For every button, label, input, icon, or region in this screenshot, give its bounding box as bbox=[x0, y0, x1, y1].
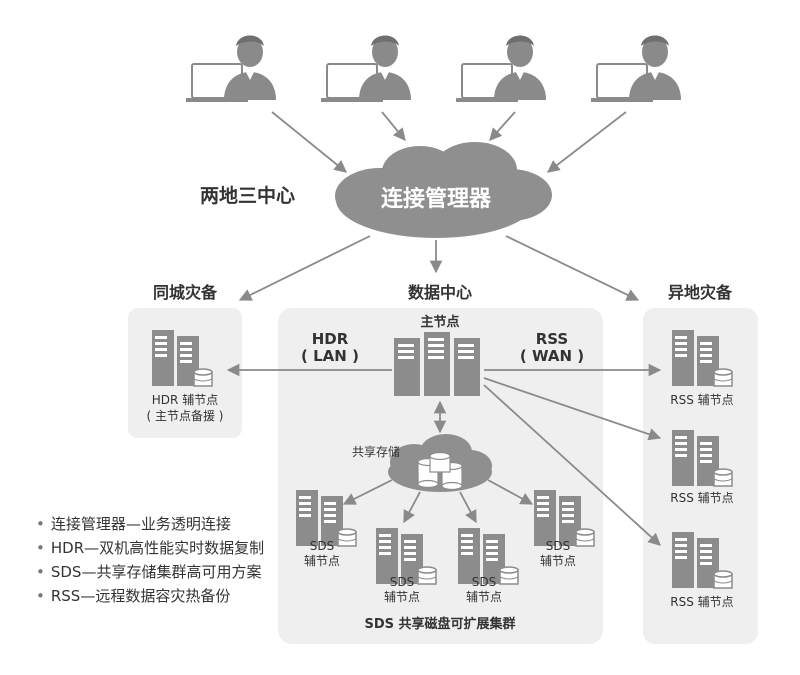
arrow-cloud-local bbox=[238, 235, 371, 301]
hdr-label: HDR bbox=[312, 330, 349, 348]
user-icon-4 bbox=[590, 34, 682, 103]
arrow-user1-cloud bbox=[271, 111, 347, 173]
arrow-primary-rss3 bbox=[483, 384, 661, 546]
rss-node-label-2: RSS 辅节点 bbox=[670, 491, 733, 505]
arrow-storage-sds4 bbox=[487, 479, 534, 505]
sds-cluster-caption: SDS 共享磁盘可扩展集群 bbox=[364, 616, 515, 632]
legend-item: SDS—共享存储集群高可用方案 bbox=[36, 560, 264, 584]
sds-sub-label-1: 辅节点 bbox=[304, 554, 340, 568]
arrow-user2-cloud bbox=[381, 111, 406, 141]
rss-label: RSS bbox=[536, 330, 568, 348]
legend-item: HDR—双机高性能实时数据复制 bbox=[36, 536, 264, 560]
sds-label-4: SDS bbox=[546, 539, 570, 553]
diagram-title: 两地三中心 bbox=[200, 184, 295, 207]
arrow-primary-rss2 bbox=[483, 377, 662, 441]
rss-node-label-1: RSS 辅节点 bbox=[670, 393, 733, 407]
legend-list: 连接管理器—业务透明连接 HDR—双机高性能实时数据复制 SDS—共享存储集群高… bbox=[36, 512, 264, 608]
primary-node-label: 主节点 bbox=[420, 314, 459, 330]
primary-server-icon bbox=[394, 332, 480, 396]
sds-label-3: SDS bbox=[472, 575, 496, 589]
sds-sub-label-4: 辅节点 bbox=[540, 554, 576, 568]
hdr-node-label: HDR 辅节点 bbox=[152, 393, 218, 407]
user-icon-2 bbox=[320, 34, 412, 103]
legend-item: RSS—远程数据容灾热备份 bbox=[36, 584, 264, 608]
user-icon-1 bbox=[185, 34, 277, 103]
legend-item: 连接管理器—业务透明连接 bbox=[36, 512, 264, 536]
zone-title-datacenter: 数据中心 bbox=[408, 283, 472, 302]
cloud-label: 连接管理器 bbox=[381, 186, 492, 212]
arrow-storage-sds3 bbox=[459, 491, 477, 524]
user-icon-3 bbox=[455, 34, 547, 103]
zone-title-remote: 异地灾备 bbox=[668, 283, 733, 302]
rss-sub-label: ( WAN ) bbox=[520, 347, 584, 365]
sds-label-2: SDS bbox=[390, 575, 414, 589]
arrow-storage-sds1 bbox=[342, 479, 393, 505]
arrow-storage-sds2 bbox=[403, 491, 421, 524]
rss-node-label-3: RSS 辅节点 bbox=[670, 595, 733, 609]
connection-manager-cloud-icon bbox=[335, 142, 552, 238]
sds-sub-label-2: 辅节点 bbox=[384, 590, 420, 604]
hdr-sub-label: ( LAN ) bbox=[301, 347, 359, 365]
storage-label: 共享存储 bbox=[352, 444, 400, 459]
storage-disk-icon bbox=[417, 451, 463, 491]
arrow-user3-cloud bbox=[489, 111, 516, 141]
hdr-node-sub-label: ( 主节点备援 ) bbox=[147, 409, 224, 423]
arrow-user4-cloud bbox=[547, 111, 627, 173]
zone-title-local: 同城灾备 bbox=[153, 283, 218, 302]
arrow-cloud-remote bbox=[505, 235, 640, 301]
sds-sub-label-3: 辅节点 bbox=[466, 590, 502, 604]
sds-label-1: SDS bbox=[310, 539, 334, 553]
